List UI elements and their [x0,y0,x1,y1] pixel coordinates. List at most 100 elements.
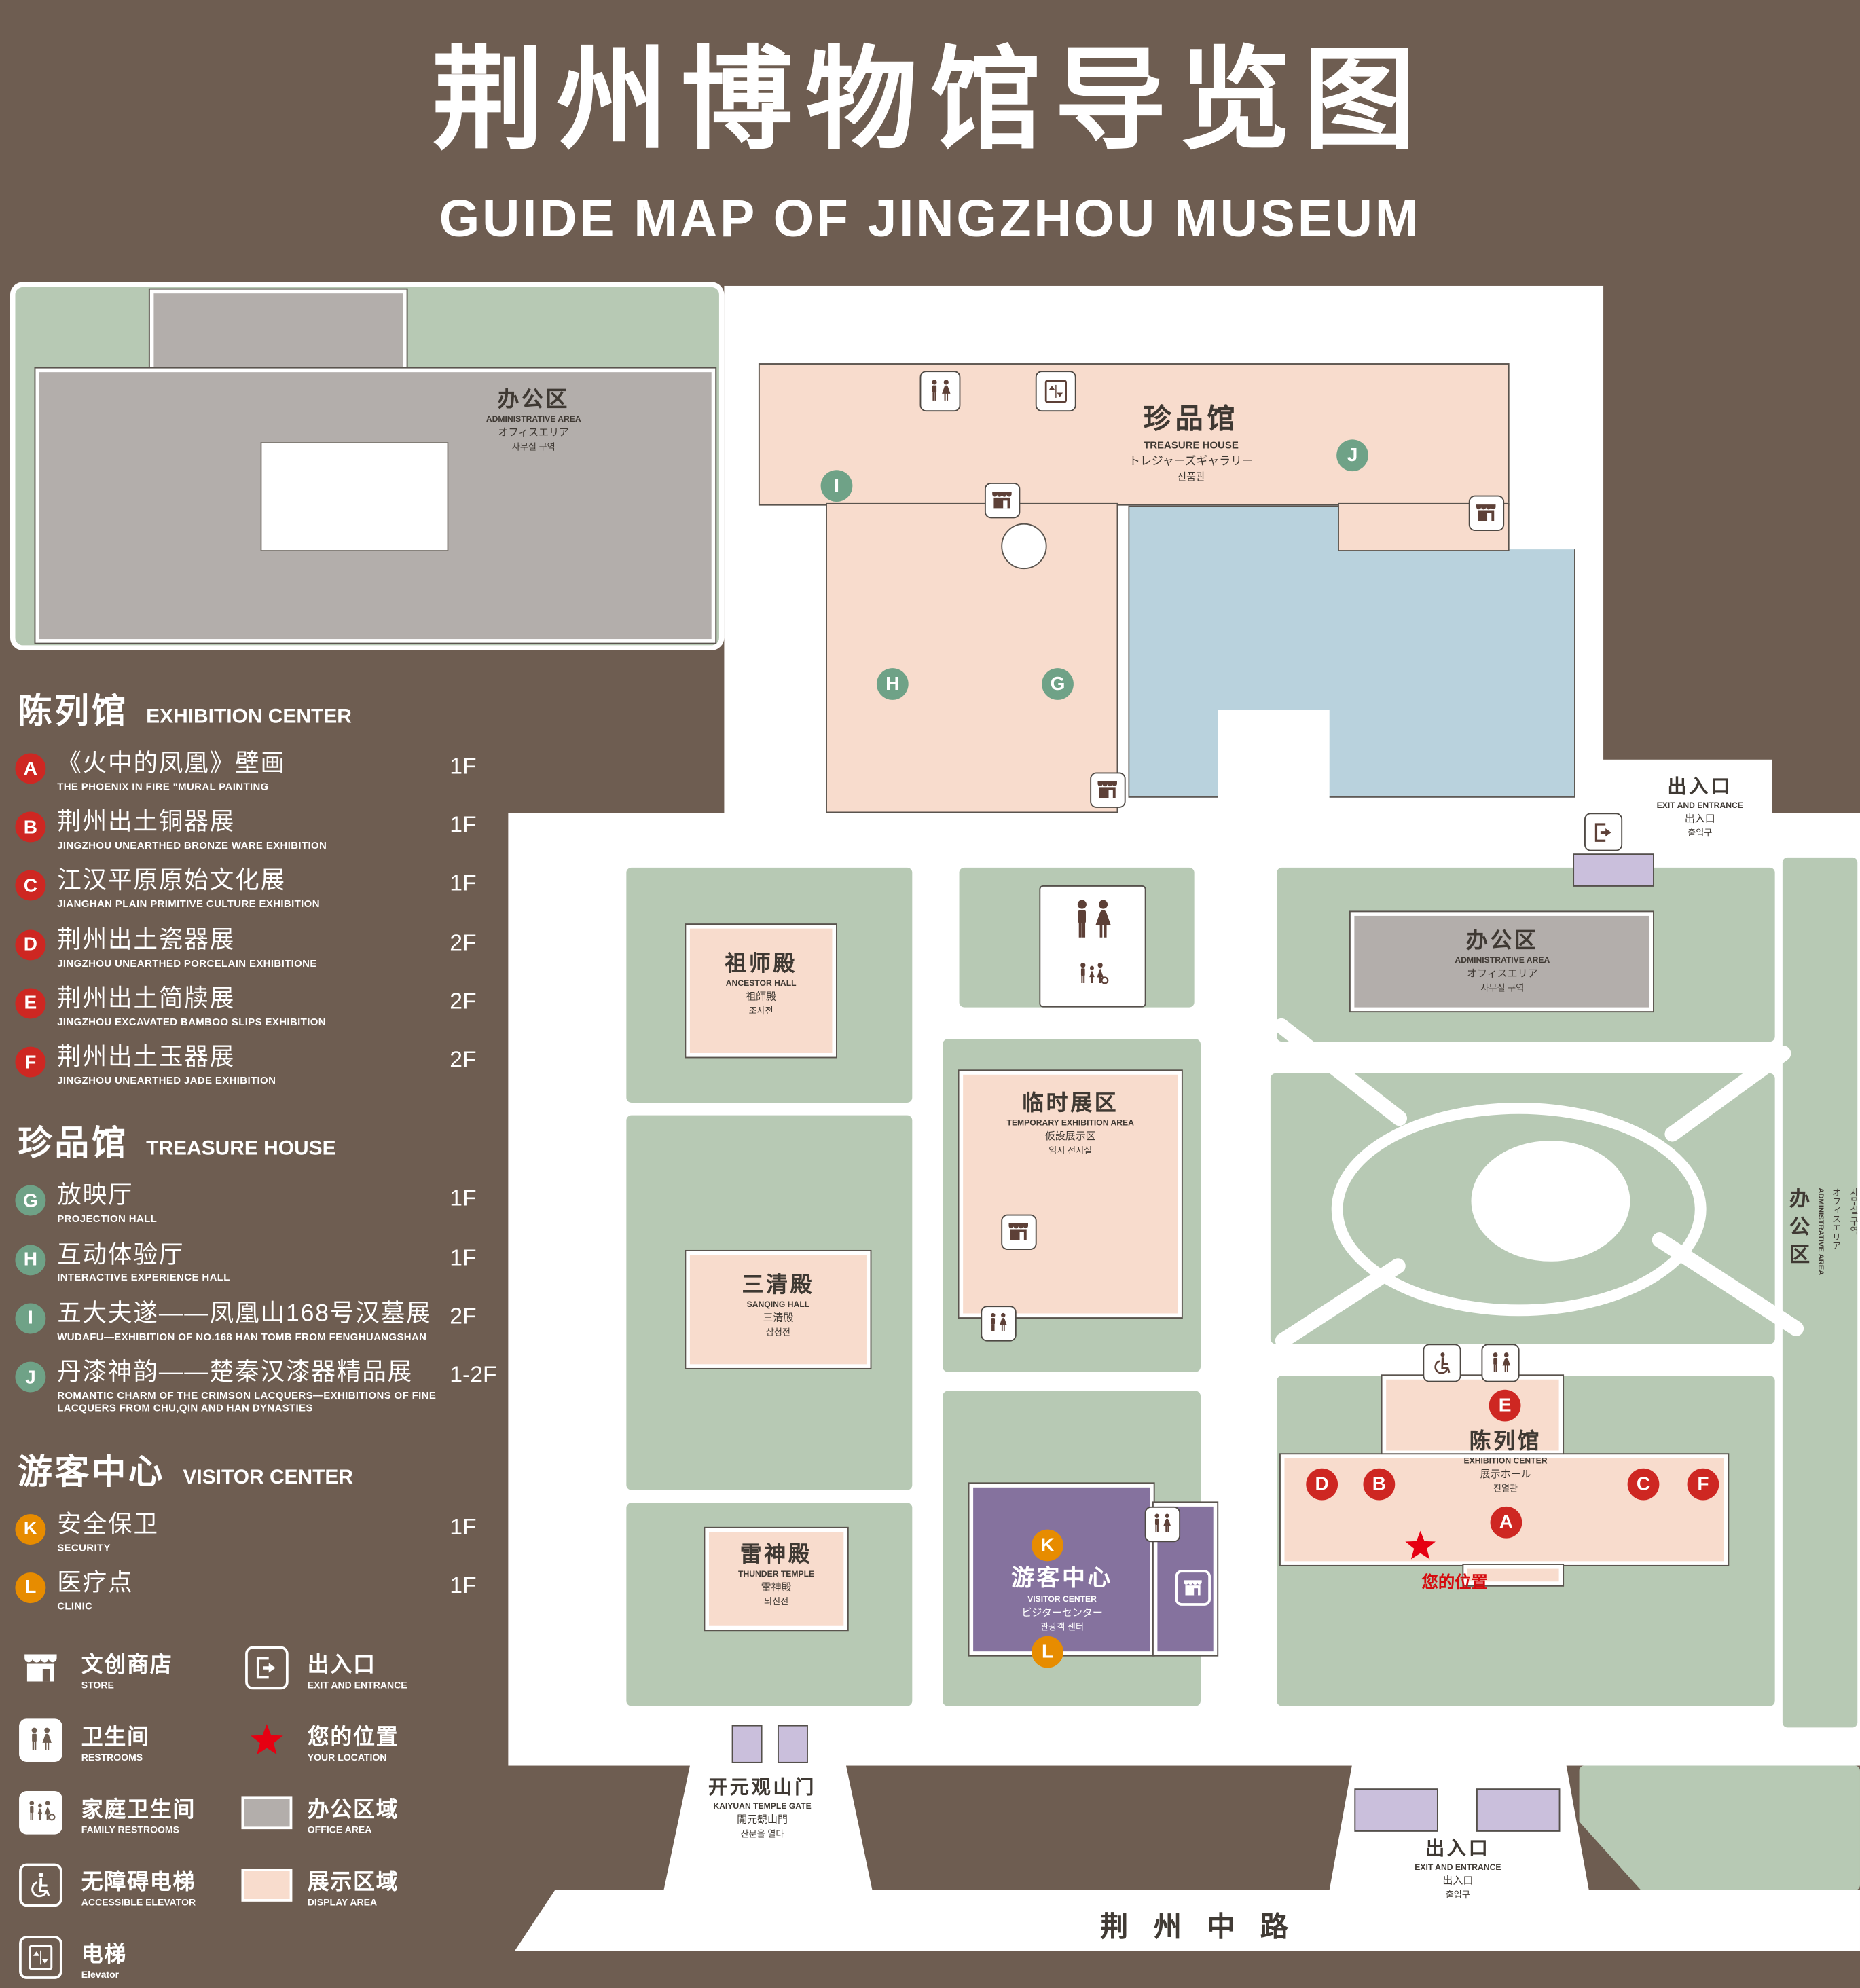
label-ja: 仮設展示区 [1044,1130,1096,1142]
symbol-zh: 家庭卫生间 [81,1797,196,1822]
item-text: 荆州出土简牍展 JINGZHOU EXCAVATED BAMBOO SLIPS … [57,986,450,1029]
ancestor-hall-building [685,923,837,1059]
section-title-en: VISITOR CENTER [183,1467,354,1489]
marker-badge-b: B [15,811,46,843]
legend-item-h: H 互动体验厅 INTERACTIVE EXPERIENCE HALL 1F [15,1242,503,1285]
page-title: 荆州博物馆导览图 [432,37,1428,163]
treasure-house-north-bar [758,363,1510,506]
legend-item-e: E 荆州出土简牍展 JINGZHOU EXCAVATED BAMBOO SLIP… [15,986,503,1029]
item-name-zh: 互动体验厅 [57,1242,185,1269]
restroom-icon [15,1718,66,1763]
section-title-zh: 游客中心 [18,1452,166,1491]
label-ja: 出入口 [1684,813,1715,825]
label-zh: 游客中心 [1011,1564,1113,1591]
label-ja: 展示ホール [1480,1468,1531,1480]
sanqing-hall-building [685,1249,872,1369]
jingzhou-middle-road [514,1890,1860,1951]
item-name-zh: 荆州出土铜器展 [57,809,236,836]
legend-item-a: A 《火中的凤凰》壁画 THE PHOENIX IN FIRE "MURAL P… [15,751,503,794]
treasure-house-west-wing [826,502,1118,813]
symbol-zh: 出入口 [307,1652,376,1677]
label-ja: 祖師殿 [746,991,777,1003]
lawn-southeast [1579,1765,1860,1890]
item-floor: 1F [450,753,477,779]
item-text: 荆州出土铜器展 JINGZHOU UNEARTHED BRONZE WARE E… [57,809,450,853]
restroom-icon [1481,1344,1520,1382]
label-ko: 관광객 센터 [1040,1623,1084,1633]
accessible-elevator-icon [15,1863,66,1907]
south-exit-label: 出入口 EXIT AND ENTRANCE 出入口 출입구 [1385,1835,1531,1902]
symbol-en: YOUR LOCATION [307,1751,387,1763]
item-name-en: INTERACTIVE EXPERIENCE HALL [57,1272,230,1284]
marker-badge-d: D [15,929,46,960]
store-icon [1090,772,1126,808]
exhibition-center-south-tab [1462,1564,1565,1587]
legend-item-b: B 荆州出土铜器展 JINGZHOU UNEARTHED BRONZE WARE… [15,809,503,853]
label-en: TEMPORARY EXHIBITION AREA [1006,1119,1134,1128]
marker-badge-f: F [15,1046,46,1078]
marker-badge-g: G [15,1185,46,1217]
symbol-en: RESTROOMS [81,1751,143,1763]
item-name-en: WUDAFU—EXHIBITION OF NO.168 HAN TOMB FRO… [57,1331,427,1343]
item-floor: 1F [450,1185,477,1211]
label-en: TREASURE HOUSE [1144,439,1239,452]
label-en: VISITOR CENTER [1027,1595,1097,1604]
label-zh: 开元观山门 [708,1777,817,1799]
item-floor: 1-2F [450,1361,497,1388]
item-floor: 1F [450,1513,477,1540]
label-en: KAIYUAN TEMPLE GATE [713,1802,812,1811]
admin-campus-building [1349,910,1654,1013]
exit-icon [241,1646,292,1690]
item-text: 医疗点 CLINIC [57,1570,450,1613]
accessible-elevator-icon [1423,1344,1461,1382]
your-location-label: 您的位置 [1391,1569,1518,1594]
map-marker-b: B [1363,1468,1396,1501]
item-text: 《火中的凤凰》壁画 THE PHOENIX IN FIRE "MURAL PAI… [57,751,450,794]
legend-section-treasure-house: 珍品馆 TREASURE HOUSE [18,1116,503,1165]
legend-item-l: L 医疗点 CLINIC 1F [15,1570,503,1613]
location-star-icon [241,1721,292,1759]
label-en: ADMINISTRATIVE AREA [486,415,581,424]
road-name: 荆州中路 [1100,1910,1314,1943]
label-zh: 临时展区 [1022,1091,1119,1116]
label-ko: 출입구 [1445,1891,1470,1900]
map-marker-a: A [1490,1506,1522,1539]
office-area-swatch [241,1796,293,1830]
label-en: THUNDER TEMPLE [738,1570,815,1579]
item-text: 荆州出土玉器展 JINGZHOU UNEARTHED JADE EXHIBITI… [57,1044,450,1088]
label-ja: 三清殿 [763,1312,794,1324]
label-ko: 진품관 [1177,471,1205,483]
label-en: ADMINISTRATIVE AREA [1816,1188,1824,1276]
exit-icon [1584,813,1623,851]
legend-item-c: C 江汉平原原始文化展 JIANGHAN PLAIN PRIMITIVE CUL… [15,868,503,912]
symbol-zh: 您的位置 [307,1725,399,1749]
label-ko: 진열관 [1493,1485,1518,1494]
label-ja: トレジャーズギャラリー [1129,454,1254,468]
legend-section-visitor-center: 游客中心 VISITOR CENTER [18,1444,503,1494]
legend-item-d: D 荆州出土瓷器展 JINGZHOU UNEARTHED PORCELAIN E… [15,927,503,970]
store-icon [1468,495,1505,532]
label-zh: 三清殿 [742,1272,815,1297]
map-marker-j: J [1336,439,1368,472]
family-restroom-icon [1072,959,1113,998]
store-icon [15,1648,66,1689]
map-marker-f: F [1687,1468,1719,1501]
item-text: 五大夫遂——凤凰山168号汉墓展 WUDAFU—EXHIBITION OF NO… [57,1301,450,1344]
store-icon [1001,1214,1037,1250]
symbol-zh: 电梯 [81,1942,128,1966]
symbol-en: OFFICE AREA [307,1824,372,1835]
symbol-en: DISPLAY AREA [307,1896,378,1908]
label-ja: オフィスエリア [1467,968,1538,980]
store-icon [1175,1570,1211,1606]
item-name-zh: 《火中的凤凰》壁画 [57,750,286,777]
header: 荆州博物馆导览图 GUIDE MAP OF JINGZHOU MUSEUM [0,10,1860,249]
exhibition-center-label: 陈列馆 EXHIBITION CENTER 展示ホール 진열관 [1410,1422,1601,1495]
map-marker-h: H [876,668,909,700]
admin-east-strip-label: 办公区 ADMINISTRATIVE AREA オフィスエリア 사무실 구역 [1783,1188,1859,1276]
